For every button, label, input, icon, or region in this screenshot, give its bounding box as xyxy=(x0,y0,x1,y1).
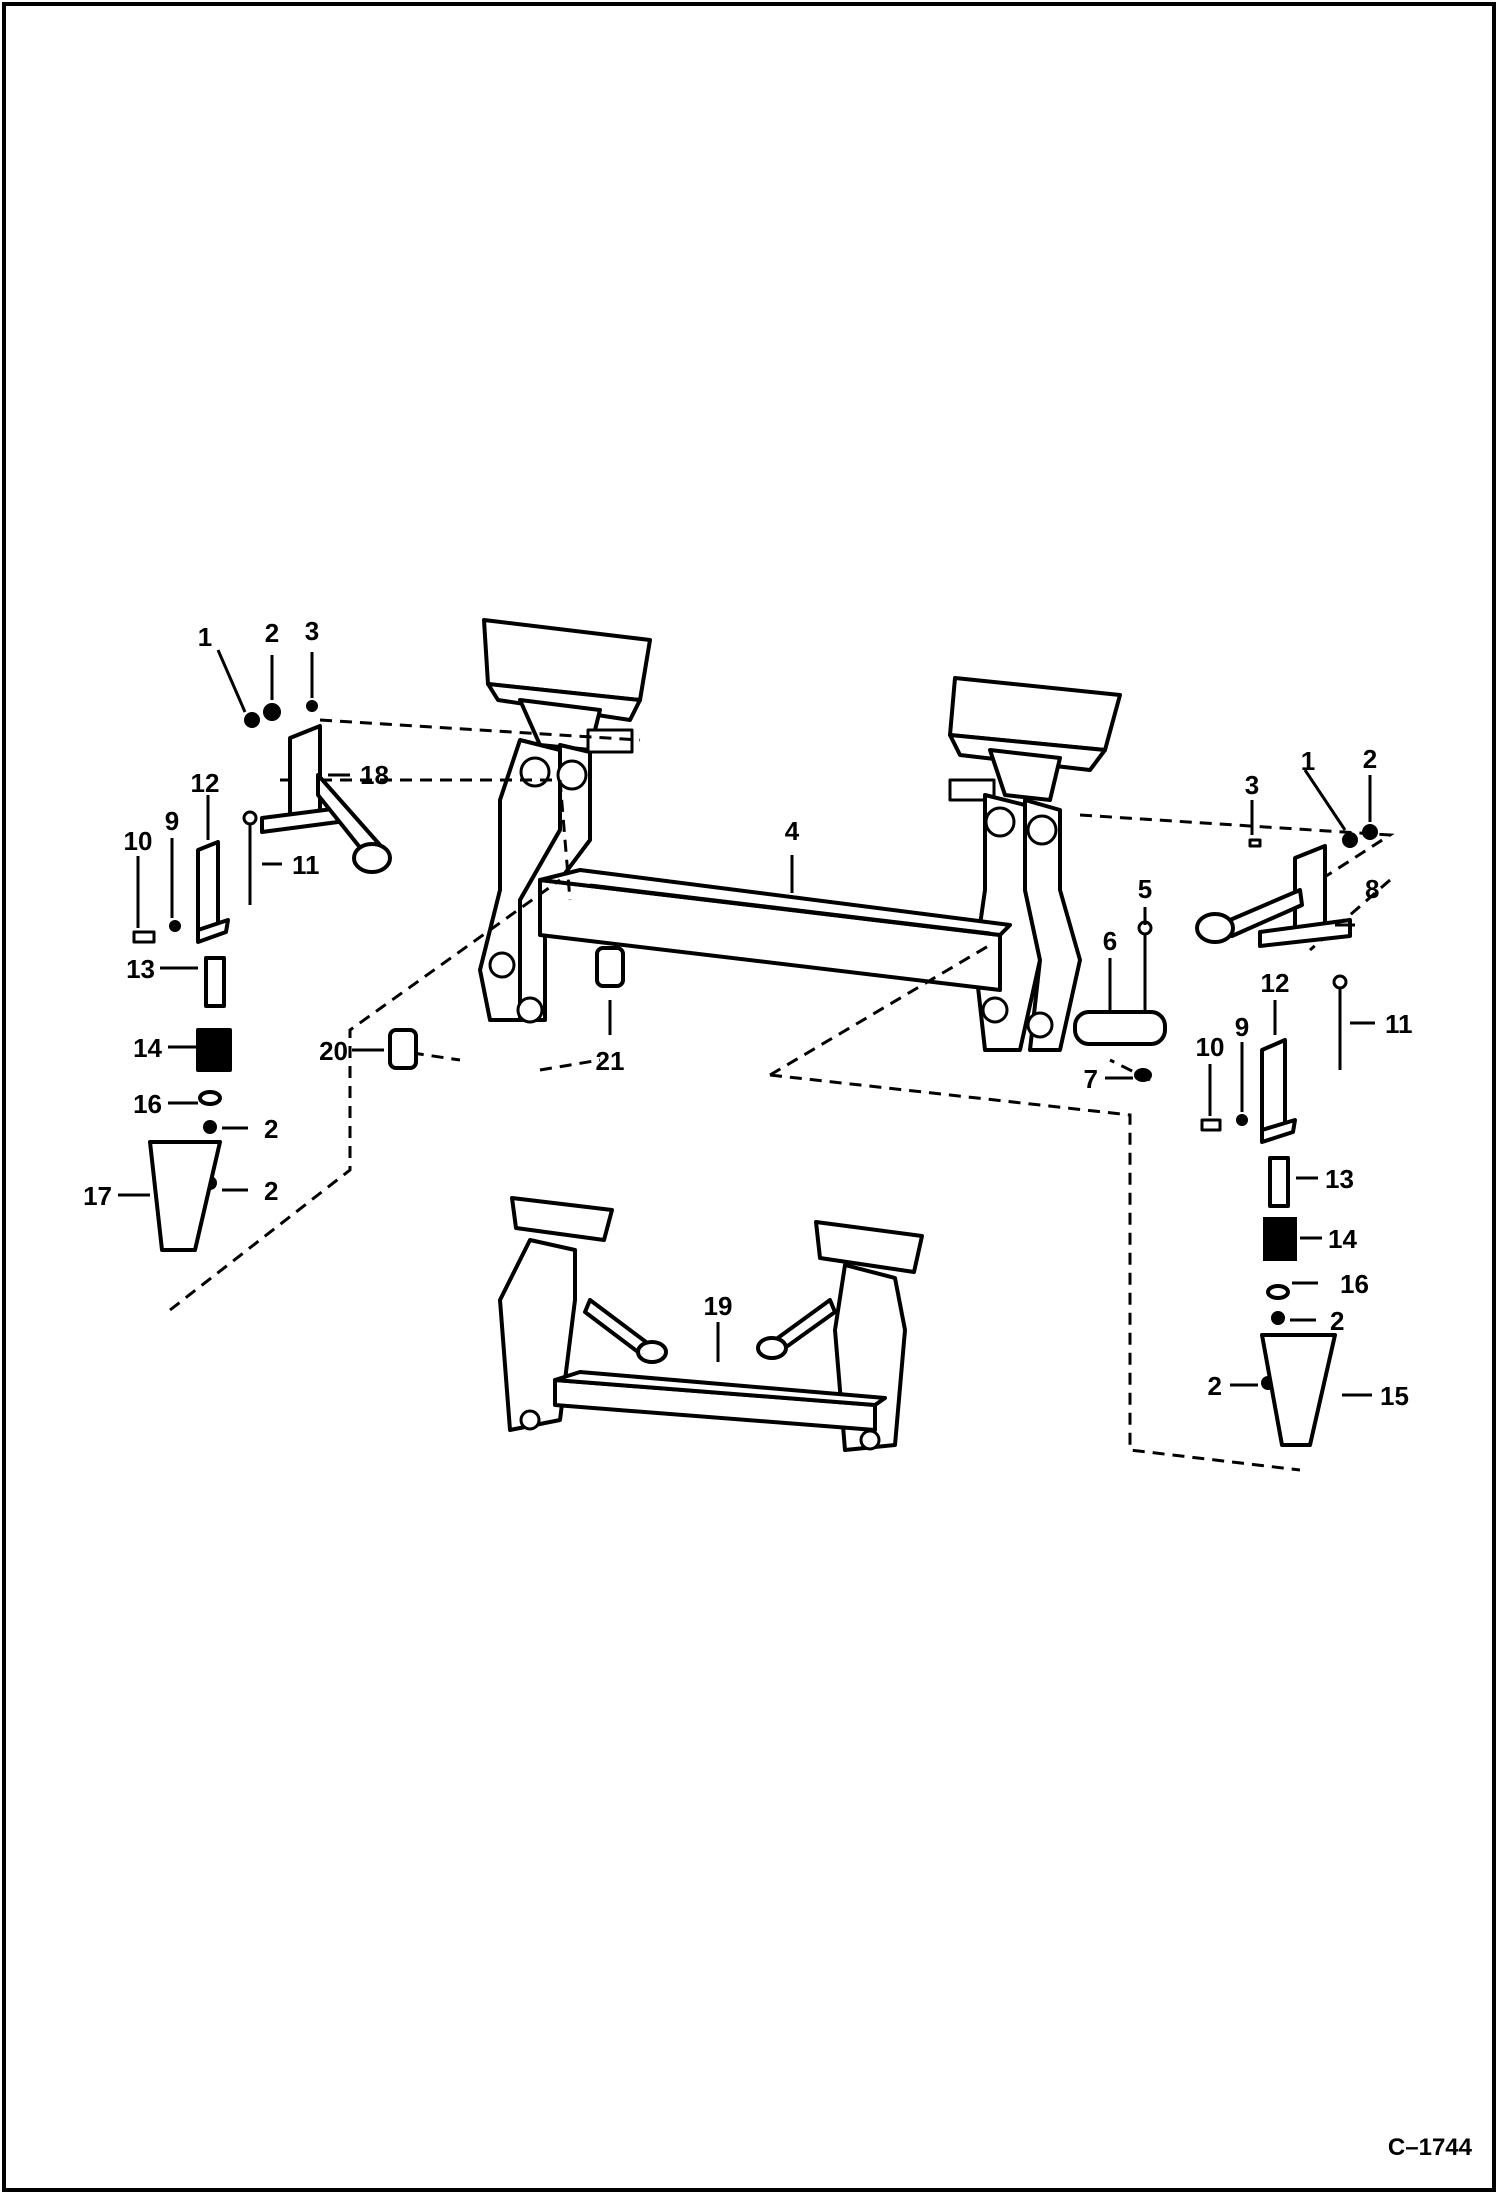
left-hardware xyxy=(132,700,625,1252)
callout-11-right: 11 xyxy=(1385,1009,1413,1039)
callout-20: 20 xyxy=(319,1036,348,1066)
callout-14-left: 14 xyxy=(133,1033,162,1063)
right-hardware xyxy=(1073,824,1378,1447)
callout-16-right: 16 xyxy=(1340,1269,1369,1299)
callout-9-left: 9 xyxy=(165,806,179,836)
callout-15: 15 xyxy=(1380,1381,1409,1411)
callout-1-right: 1 xyxy=(1301,746,1315,776)
callout-5: 5 xyxy=(1138,874,1152,904)
callout-21: 21 xyxy=(596,1046,625,1076)
callout-12-right: 12 xyxy=(1261,968,1290,998)
callout-3-left: 3 xyxy=(305,616,319,646)
assembled-view xyxy=(498,1196,924,1452)
callout-10-right: 10 xyxy=(1196,1032,1225,1062)
callout-18: 18 xyxy=(360,760,389,790)
callout-11-left: 11 xyxy=(292,850,320,880)
callout-13-left: 13 xyxy=(126,954,155,984)
assembly-lines xyxy=(169,718,1395,1472)
callout-8: 8 xyxy=(1365,874,1379,904)
figure-reference: C–1744 xyxy=(1388,2134,1473,2161)
callout-12-left: 12 xyxy=(191,768,220,798)
callout-2-right-mid: 2 xyxy=(1330,1306,1344,1336)
leader-lines xyxy=(118,649,1375,1397)
callout-19: 19 xyxy=(704,1291,733,1321)
callout-17: 17 xyxy=(83,1181,112,1211)
callout-2-right-top: 2 xyxy=(1363,744,1377,774)
callout-4: 4 xyxy=(785,816,800,846)
callout-3-right: 3 xyxy=(1245,770,1259,800)
callout-2-right-low: 2 xyxy=(1208,1371,1222,1401)
quick-tach-frame xyxy=(478,618,1122,1052)
callout-7: 7 xyxy=(1084,1064,1098,1094)
callout-13-right: 13 xyxy=(1325,1164,1354,1194)
callout-10-left: 10 xyxy=(124,826,153,856)
callout-2-left-top: 2 xyxy=(265,618,279,648)
callout-16-left: 16 xyxy=(133,1089,162,1119)
callout-1-left: 1 xyxy=(198,622,212,652)
callout-14-right: 14 xyxy=(1328,1224,1357,1254)
callout-labels: 1 2 3 18 12 9 10 11 13 14 16 2 2 17 20 2… xyxy=(83,616,1412,1411)
callout-6: 6 xyxy=(1103,926,1117,956)
callout-9-right: 9 xyxy=(1235,1012,1249,1042)
callout-2-left-low: 2 xyxy=(264,1176,278,1206)
callout-2-left-mid: 2 xyxy=(264,1114,278,1144)
